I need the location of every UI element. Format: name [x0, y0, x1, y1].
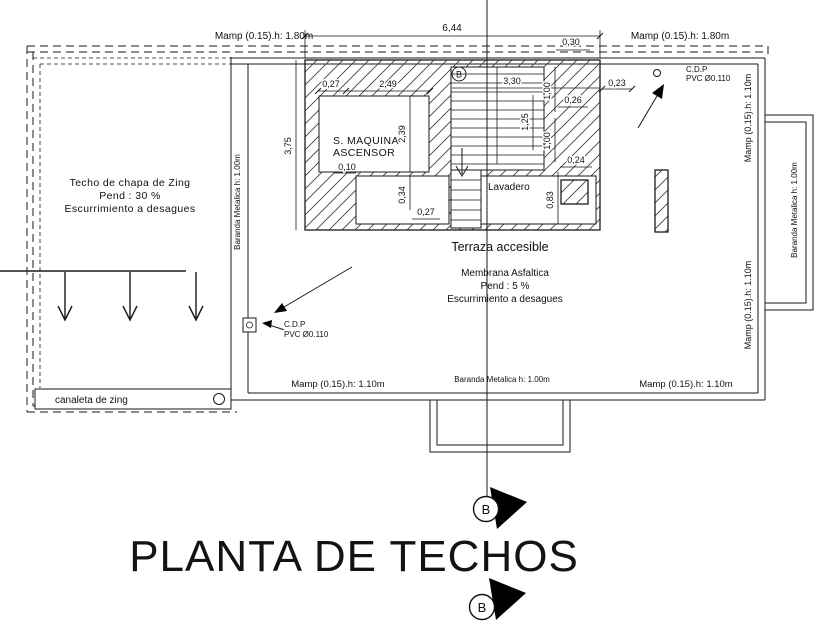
dimension-lines: 6,44 0,30 0,27 2,49 3,30 0,23 3,75 2,39 …: [282, 23, 636, 230]
machine-room: [318, 95, 430, 173]
slope-arrow-shafts: [64, 272, 197, 318]
drain-right-circle: [653, 69, 661, 77]
dim-026: 0,26: [564, 95, 582, 105]
zinc-roof-label-3: Escurrimiento a desagues: [65, 203, 196, 215]
drain-right-label-2: PVC Ø0.110: [686, 74, 731, 83]
drain-left: C.D.P PVC Ø0.110: [242, 266, 353, 341]
page-title: PLANTA DE TECHOS: [129, 532, 579, 581]
section-marker-bottom-letter: B: [478, 600, 487, 615]
dim-375: 3,75: [283, 137, 293, 155]
dim-644: 6,44: [442, 23, 462, 34]
landing-room: [355, 175, 450, 225]
grid-bubble-letter: B: [456, 70, 462, 80]
stair-treads: [451, 67, 544, 221]
right-balcony-outline: [765, 114, 814, 311]
section-marker-bottom-flag: [489, 578, 526, 620]
stair-direction-arrow: [455, 148, 469, 177]
mamp110-bottom-right-label: Mamp (0.15).h: 1.10m: [639, 379, 733, 390]
section-marker-top-letter: B: [482, 502, 491, 517]
slope-arrow-heads: [57, 305, 204, 322]
zinc-roof-area: Techo de chapa de Zing Pend : 30 % Escur…: [0, 154, 242, 322]
zinc-roof-label-2: Pend : 30 %: [99, 190, 161, 202]
dim-083: 0,83: [545, 191, 555, 209]
terrace-label-3: Escurrimiento a desagues: [447, 294, 563, 305]
drain-left-arrow2-head: [262, 320, 272, 328]
terrace-label-1: Membrana Asfaltica: [461, 268, 549, 279]
drain-left-leader-shaft: [283, 266, 353, 308]
bottom-balcony-outline: [429, 400, 571, 453]
machine-room-label-2: ASCENSOR: [333, 147, 395, 159]
dim-125: 1,25: [520, 113, 530, 131]
mamp110-right-lower-label: Mamp (0.15).h: 1.10m: [743, 261, 753, 350]
canaleta-box: [34, 388, 232, 410]
stairwell-upper: [450, 66, 545, 171]
baranda-left-label: Baranda Metalica h: 1.00m: [233, 154, 242, 250]
dim-034: 0,34: [397, 186, 407, 204]
drain-left-box: [242, 317, 257, 333]
terrace-label-2: Pend : 5 %: [481, 281, 530, 292]
terrace-annotations: Terraza accesible Membrana Asfaltica Pen…: [447, 240, 563, 305]
baranda-right-label: Baranda Metalica h: 1.00m: [790, 162, 799, 258]
stairs: [451, 67, 544, 221]
drain-right: C.D.P PVC Ø0.110: [637, 65, 731, 129]
grid-bubble: [451, 66, 467, 82]
mamp180-right-label: Mamp (0.15).h: 1.80m: [631, 31, 729, 42]
dim-330: 3,30: [503, 76, 521, 86]
stairwell-lower: [450, 169, 482, 229]
right-wall-piece: [654, 169, 669, 233]
dim-027a: 0,27: [322, 79, 340, 89]
lavadero-equipment: [560, 179, 589, 205]
dim-100a: 1,00: [542, 82, 552, 100]
machine-room-label-1: S. MAQUINA: [333, 135, 399, 147]
zinc-roof-label-1: Techo de chapa de Zing: [70, 177, 191, 189]
terrace-name-label: Terraza accesible: [451, 240, 548, 254]
dim-100b: 1,00: [542, 132, 552, 150]
bottom-balcony: [429, 400, 571, 453]
wall-labels: Mamp (0.15).h: 1.80m Mamp (0.15).h: 1.80…: [215, 31, 801, 392]
dim-010: 0,10: [338, 162, 356, 172]
canaleta-label: canaleta de zing: [55, 395, 128, 406]
dim-030: 0,30: [562, 37, 580, 47]
dim-ticks: [301, 32, 636, 95]
drain-left-leader-head: [274, 303, 287, 313]
dim-023: 0,23: [608, 78, 626, 88]
section-marker-top-flag: [490, 487, 527, 529]
zinc-roof-dashed-edge: [33, 57, 231, 388]
dim-line-paths: [295, 30, 632, 230]
dim-249: 2,49: [379, 79, 397, 89]
canaleta-strip: canaleta de zing: [34, 388, 232, 410]
boundary-dashed-lines: [26, 45, 769, 413]
drain-left-circle: [246, 321, 253, 329]
drain-left-label-2: PVC Ø0.110: [284, 330, 329, 339]
drain-left-arrow2-shaft: [268, 324, 289, 332]
section-marker-top-bubble: [472, 495, 500, 523]
mamp110-right-upper-label: Mamp (0.15).h: 1.10m: [743, 74, 753, 163]
baranda-bottom-label: Baranda Metalica h: 1.00m: [454, 375, 550, 384]
dim-024: 0,24: [567, 155, 585, 165]
mamp180-left-label: Mamp (0.15).h: 1.80m: [215, 31, 313, 42]
mamp110-bottom-left-label: Mamp (0.15).h: 1.10m: [291, 379, 385, 390]
section-line-markers: B B: [468, 0, 527, 621]
dim-027b: 0,27: [417, 207, 435, 217]
drain-right-arrow-head: [652, 84, 664, 99]
drain-left-label-1: C.D.P: [284, 320, 305, 329]
dim-239: 2,39: [397, 125, 407, 143]
canaleta-drain-circle: [213, 393, 225, 405]
section-marker-bottom-bubble: [468, 593, 496, 621]
drain-right-arrow-shaft: [637, 95, 658, 129]
property-boundary: [26, 45, 769, 413]
drain-right-label-1: C.D.P: [686, 65, 707, 74]
lavadero-label: Lavadero: [488, 182, 530, 193]
